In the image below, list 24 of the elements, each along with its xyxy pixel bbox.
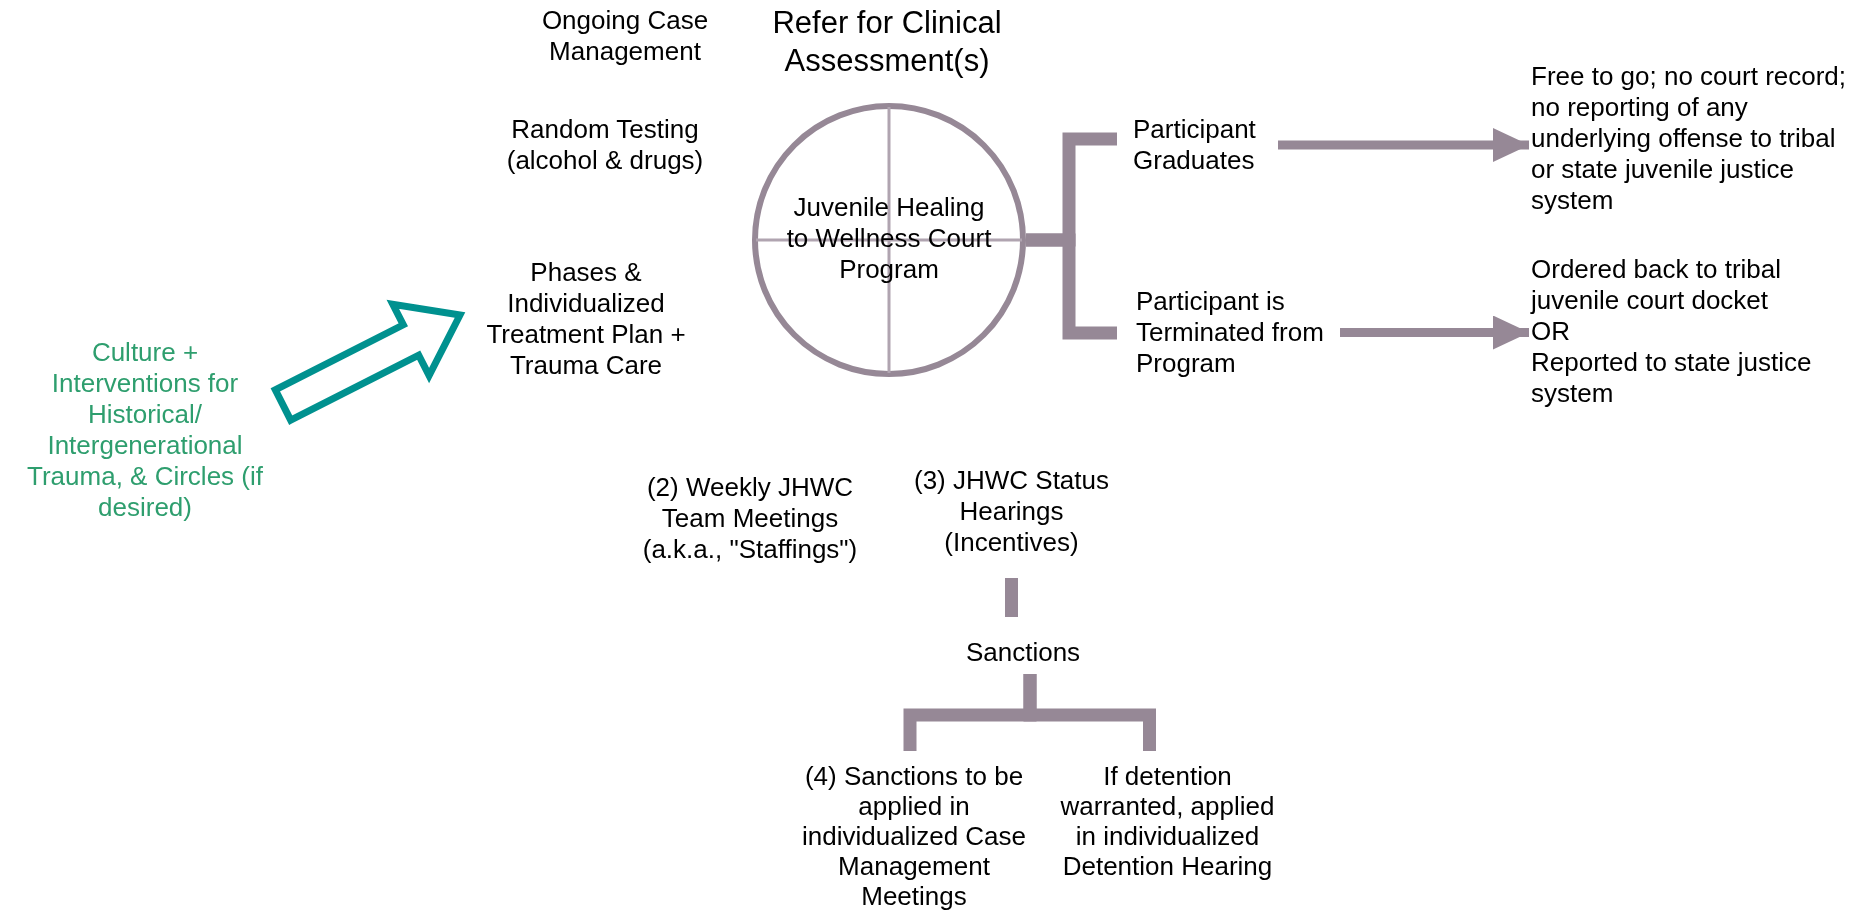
bracket-line (1026, 233, 1117, 340)
annotation-text: Random Testing (alcohol & drugs) (505, 114, 705, 176)
node-text: OR (1531, 316, 1571, 347)
program-circle (752, 103, 1026, 377)
node-text: Culture + Interventions for Historical/ Intergenerational Trauma, & Circles (if desired) (26, 337, 264, 523)
node-text: (4) Sanctions to be applied in individualized Case Management Meetings (801, 761, 1027, 911)
node-text: Juvenile Healing to Wellness Court Program (785, 192, 993, 285)
node-text: Participant is Terminated from Program (1136, 286, 1325, 379)
annotation-text: (2) Weekly JHWC Team Meetings (a.k.a., "Staffings") (641, 472, 859, 565)
node-text: Phases & Individualized Treatment Plan + Trauma Care (485, 257, 687, 381)
arrow (1340, 315, 1529, 350)
node-text: Participant Graduates (1133, 114, 1257, 176)
node-text: Free to go; no court record; no reporting of any underlying offense to tribal or state juvenile justice system (1531, 61, 1848, 216)
annotation-text: Refer for Clinical Assessment(s) (771, 4, 1003, 80)
node-text: Reported to state justice system (1531, 347, 1813, 409)
node-text: Ordered back to tribal juvenile court docket (1531, 254, 1782, 316)
node-text: If detention warranted, applied in individualized Detention Hearing (1059, 761, 1276, 881)
node-text: (3) JHWC Status Hearings (Incentives) (913, 465, 1110, 558)
node-text: Sanctions (964, 637, 1082, 668)
bracket-line (1023, 674, 1156, 751)
arrow (1278, 128, 1529, 162)
block-arrow (271, 299, 466, 424)
annotation-text: Ongoing Case Management (540, 5, 710, 67)
connector-line (1005, 578, 1018, 617)
